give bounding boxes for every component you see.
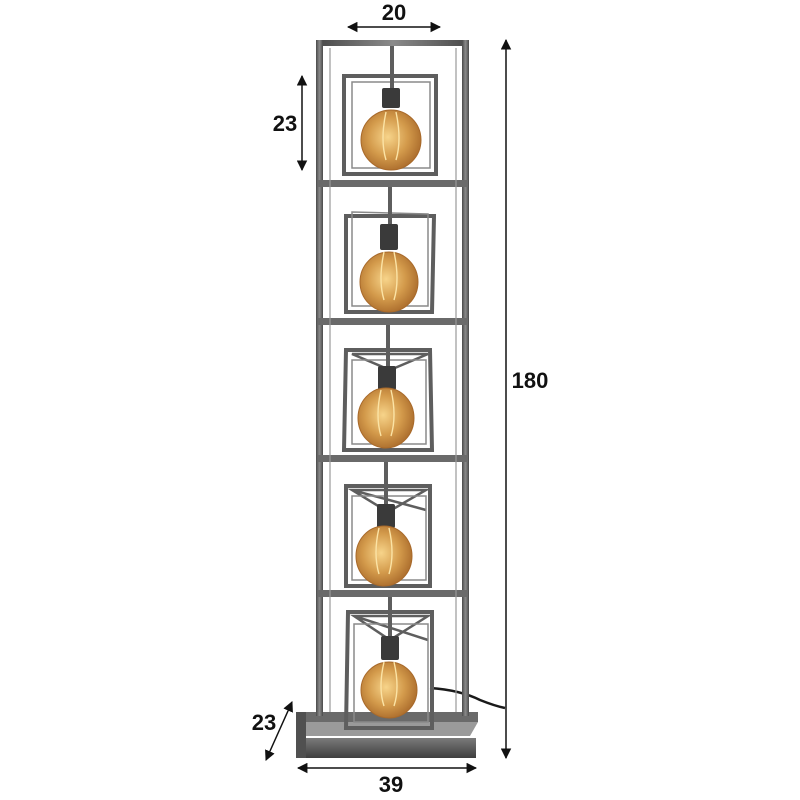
dimension-depth-label: 23	[252, 710, 276, 735]
dimension-cage-height: 23	[273, 74, 308, 172]
dimension-cage-height-label: 23	[273, 111, 297, 136]
dimension-base-width: 39	[296, 762, 478, 797]
cage-4	[344, 462, 432, 588]
dimension-top-width-label: 20	[382, 0, 406, 25]
cage-3	[341, 325, 435, 452]
cage-2	[344, 187, 437, 314]
dimension-total-height-label: 180	[512, 368, 549, 393]
power-cable	[429, 686, 506, 710]
dimension-top-width: 20	[346, 0, 442, 33]
dimension-base-width-label: 39	[379, 772, 403, 797]
cage-5	[343, 597, 434, 730]
dimension-depth: 23	[252, 701, 293, 761]
tower-frame	[316, 40, 469, 716]
cage-1	[342, 46, 438, 176]
lamp-base	[296, 712, 478, 758]
dimension-total-height: 180	[500, 38, 549, 760]
